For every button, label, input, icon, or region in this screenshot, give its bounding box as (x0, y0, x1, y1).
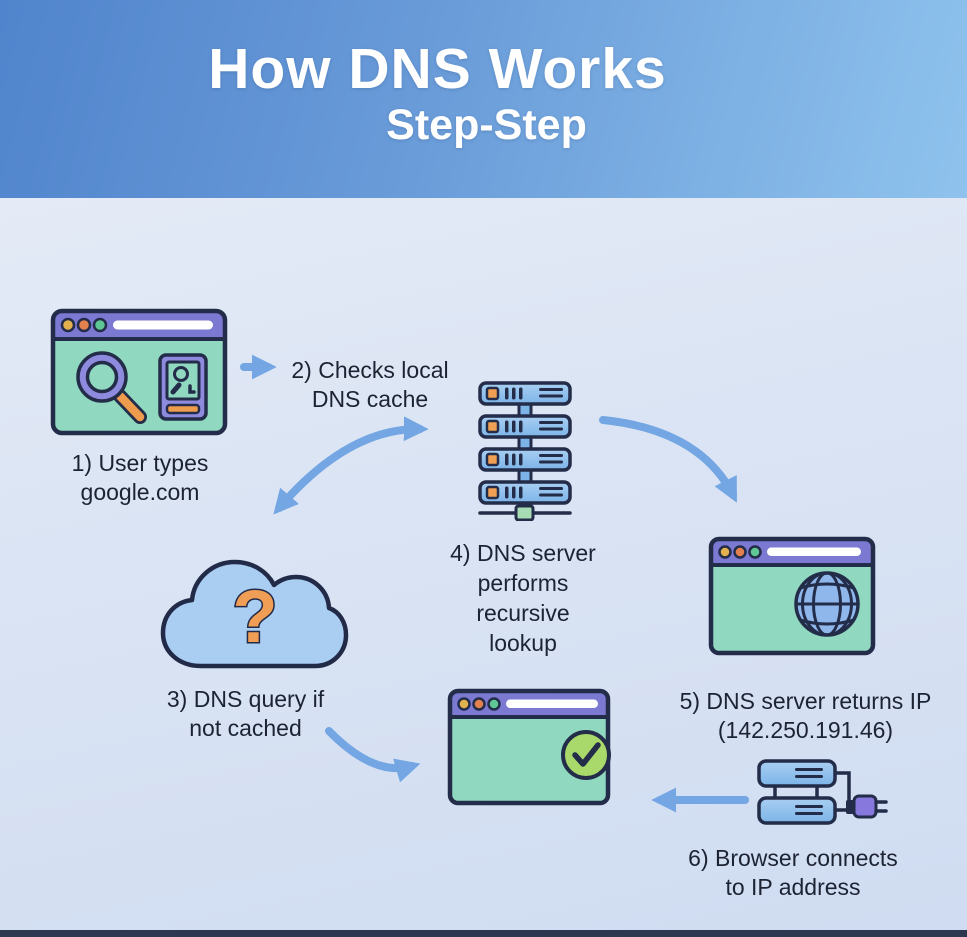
server-rows (478, 381, 572, 505)
step3-node: ? (158, 553, 350, 680)
page-title: How DNS Works (208, 37, 667, 101)
address-bar (113, 320, 213, 330)
window-dot (60, 317, 76, 333)
network-node (514, 504, 535, 522)
step1-label: 1) User types google.com (71, 450, 209, 505)
step4-node (477, 381, 573, 526)
header-banner: How DNS Works Step-Step (0, 0, 967, 198)
question-mark-glyph: ? (232, 575, 277, 658)
address-bar (767, 547, 861, 556)
address-bar (506, 699, 598, 708)
window-dot (472, 697, 486, 711)
bottom-border-bar (0, 930, 967, 937)
globe-icon (794, 571, 860, 637)
step5-label: 5) DNS server returns IP (142.250.191.46… (679, 688, 932, 743)
step1-node (50, 308, 228, 441)
server-plug-icon (757, 759, 888, 825)
arrow-cache-cloud-double (273, 416, 429, 515)
window-dot (487, 697, 501, 711)
check-badge-icon (561, 730, 611, 780)
arrow-server-to-browser (599, 416, 737, 503)
window-dot (92, 317, 108, 333)
step5-node (708, 536, 876, 661)
magnifier-icon (76, 351, 147, 424)
step6-label: 6) Browser connects to IP address (688, 845, 898, 900)
window-dot (76, 317, 92, 333)
cloud-question-icon: ? (160, 559, 349, 669)
step4-label: 4) DNS server performs recursive lookup (450, 540, 596, 656)
plug-icon (846, 794, 888, 819)
profile-card-icon (158, 353, 208, 421)
browser-search-icon (50, 308, 228, 436)
step6-node (753, 753, 893, 833)
server-stack-icon (478, 381, 572, 522)
browser-check-icon (447, 688, 611, 806)
window-dot (457, 697, 471, 711)
browser-globe-icon (708, 536, 876, 656)
window-dot (748, 545, 762, 559)
step2-label: 2) Checks local DNS cache (291, 357, 449, 412)
window-dot (718, 545, 732, 559)
step3-label: 3) DNS query if not cached (166, 686, 325, 741)
page-subtitle: Step-Step (386, 101, 587, 149)
window-dot (733, 545, 747, 559)
result-node (447, 688, 615, 813)
